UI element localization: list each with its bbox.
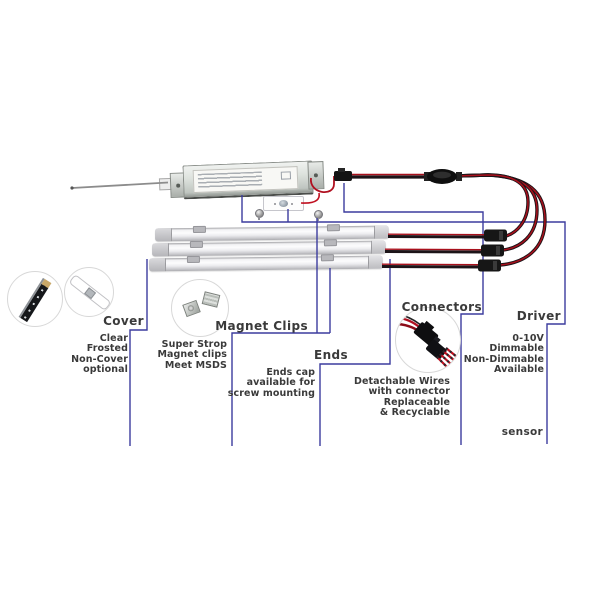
connectors-text: Detachable Wires with connector Replacea… xyxy=(353,376,450,419)
strip-connector-3 xyxy=(478,259,501,272)
driver-spec-label xyxy=(192,166,299,194)
led-strip-2 xyxy=(151,239,387,257)
cover-label: Cover xyxy=(103,314,144,328)
wire-arc-3-red xyxy=(454,174,546,266)
strip-connector-1-band xyxy=(499,231,503,240)
mounting-screw-2 xyxy=(314,210,323,221)
magnet-clips-text-line: Super Strop xyxy=(161,339,227,350)
strip-connector-2 xyxy=(481,244,504,257)
cover-text-line: Non-Cover xyxy=(71,353,128,365)
driver-label-mark xyxy=(280,171,292,180)
driver-enclosure xyxy=(182,160,314,200)
small-connector-tab xyxy=(338,168,345,172)
pin-wire-stripes xyxy=(436,347,458,369)
driver-text-line: Non-Dimmable xyxy=(463,353,544,365)
strip-clip-tab xyxy=(192,225,206,233)
wire-arc-1-black xyxy=(454,173,530,238)
cover-text-line: optional xyxy=(83,364,128,376)
connectors-text-line: & Recyclable xyxy=(379,407,450,419)
ends-label: Ends xyxy=(314,348,349,362)
mounting-screw-1 xyxy=(255,209,264,220)
strip-connector-3-band xyxy=(493,261,497,270)
magnet-clips-text: Super Strop Magnet clips Meet MSDS xyxy=(157,339,227,371)
driver-label: Driver xyxy=(516,309,561,323)
sensor-led-dot xyxy=(274,202,276,205)
connector-pair-closeup xyxy=(397,314,458,369)
magnet-clips-label: Magnet Clips xyxy=(215,319,308,333)
magnet-clip-closeup-1 xyxy=(182,299,201,318)
strip-wire-3-black xyxy=(381,265,481,269)
strip-clip-tab xyxy=(189,240,203,248)
driver-mounting-flange-right xyxy=(307,161,325,190)
bare-led-strip-closeup xyxy=(18,277,52,323)
strip-connector-2-band xyxy=(496,246,500,255)
sensor-led-dot xyxy=(291,202,293,205)
inline-connector-highlight xyxy=(433,171,451,179)
wire-arc-2-red xyxy=(454,174,538,251)
strip-wire-1-black xyxy=(387,235,487,239)
strip-wire-3-red xyxy=(381,263,481,266)
pin-stripe xyxy=(445,347,458,358)
connectors-text-line: with connector xyxy=(368,386,450,398)
callout-line-cover xyxy=(129,259,148,446)
connectors-label: Connectors xyxy=(401,300,482,314)
strip-wire-2-black xyxy=(384,250,484,254)
male-connector-body xyxy=(413,322,439,346)
inline-connector xyxy=(427,169,457,184)
inset-connectors xyxy=(395,307,461,373)
cover-text-line: Clear xyxy=(99,333,128,344)
strip-wire-2-red xyxy=(384,248,484,251)
covered-strip-closeup xyxy=(68,274,112,311)
driver-text-line: Dimmable xyxy=(489,343,544,355)
strip-clip-tab xyxy=(326,224,340,232)
ends-text-line: screw mounting xyxy=(227,387,315,399)
ends-text: Ends cap available for screw mounting xyxy=(227,367,315,399)
inset-covered-strip xyxy=(64,267,114,317)
wire-arc-3-black xyxy=(454,173,547,267)
pin-wire xyxy=(442,350,456,362)
wire-arcs xyxy=(454,173,547,267)
antenna-wire xyxy=(71,181,169,189)
led-strip-1 xyxy=(154,224,390,242)
ends-text-line: Ends cap xyxy=(266,367,315,378)
led-strip-3 xyxy=(148,254,384,272)
strip-clip-tab xyxy=(320,254,334,262)
magnet-clips-text-line: Meet MSDS xyxy=(164,359,227,371)
cover-text-line: Frosted xyxy=(86,343,128,355)
antenna-tip xyxy=(70,186,74,190)
strip-wire-1-red xyxy=(387,233,487,236)
driver-box xyxy=(158,158,325,200)
magnet-clips-text-line: Magnet clips xyxy=(157,349,227,361)
inset-bare-strip xyxy=(7,271,63,327)
connectors-text-line: Detachable Wires xyxy=(353,376,450,387)
magnet-clip-closeup-2 xyxy=(201,291,221,308)
sensor-module xyxy=(263,196,304,211)
driver-text: 0-10V Dimmable Non-Dimmable Available xyxy=(463,333,544,376)
male-connector-latch xyxy=(424,320,435,331)
wire-arc-1-red xyxy=(454,174,529,237)
pin-wire xyxy=(439,353,453,366)
inline-connector-nub-left xyxy=(424,172,430,181)
strip-wires xyxy=(381,233,487,269)
inset-magnet-clips xyxy=(171,279,229,337)
connectors-text-line: Replaceable xyxy=(383,396,450,408)
strip-clip-tab xyxy=(186,255,200,263)
cover-text: Clear Frosted Non-Cover optional xyxy=(71,333,128,376)
inline-connector-nub-right xyxy=(456,172,462,181)
strip-clip-tab xyxy=(323,239,337,247)
sensor-lens xyxy=(279,200,288,207)
small-connector xyxy=(334,171,352,181)
pin-wire xyxy=(436,356,449,369)
strip-connector-1 xyxy=(484,229,507,242)
driver-text-line: Available xyxy=(494,364,544,376)
wire-arc-2-black xyxy=(454,173,539,252)
driver-spec-label-text-lines xyxy=(197,171,263,189)
driver-text-line: 0-10V xyxy=(512,333,544,344)
ends-text-line: available for xyxy=(246,377,315,389)
sensor-label: sensor xyxy=(501,426,543,438)
